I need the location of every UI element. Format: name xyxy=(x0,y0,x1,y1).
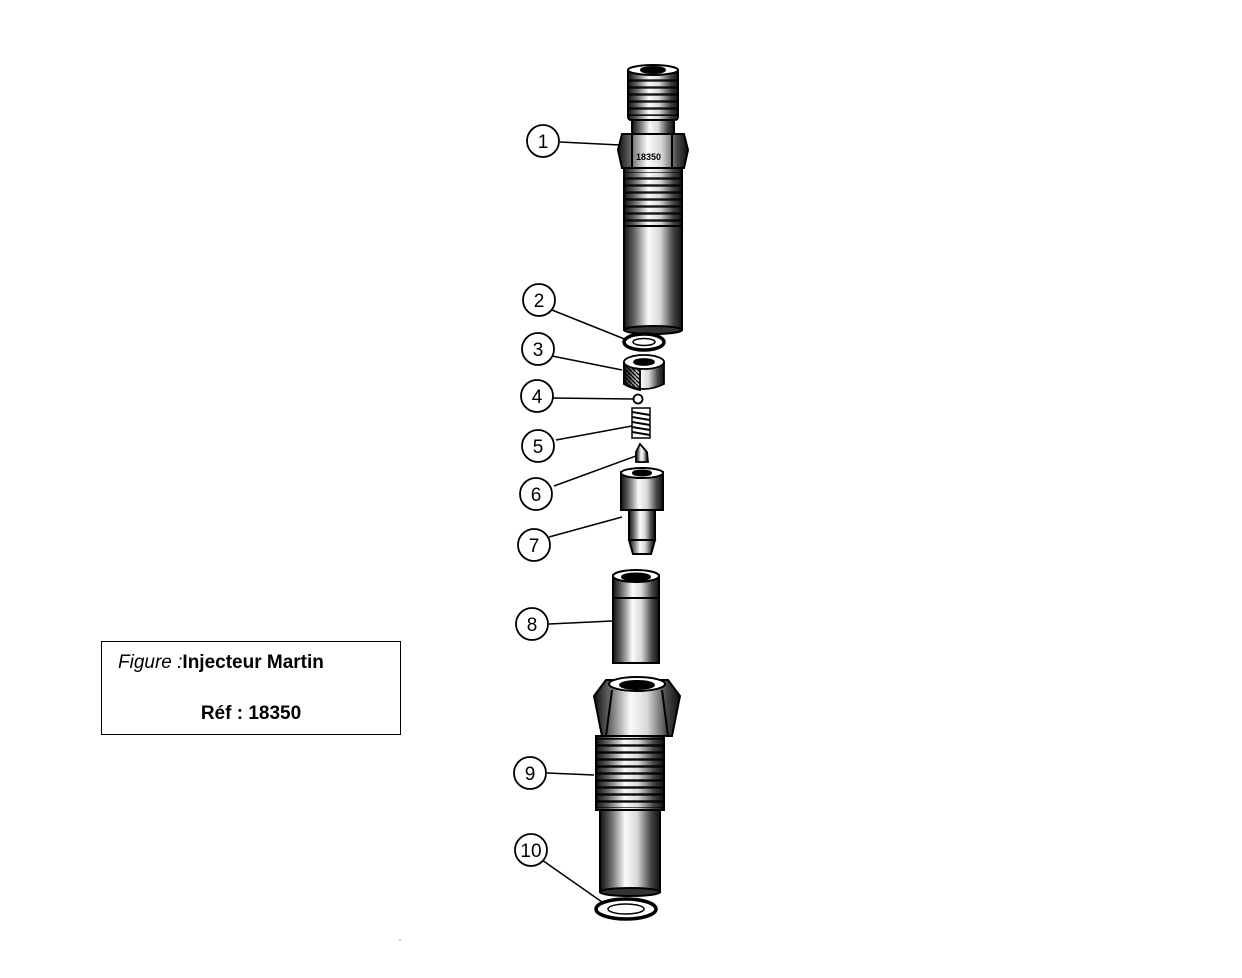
part-3-split-ring xyxy=(623,354,665,392)
leader-lines xyxy=(541,141,637,903)
callout-4: 4 xyxy=(532,387,543,408)
part-4-ball xyxy=(632,393,644,405)
callout-8: 8 xyxy=(527,615,538,636)
callout-numbers: 1 2 3 4 5 6 7 8 9 10 xyxy=(520,132,548,862)
part-1-injector-body xyxy=(616,64,690,335)
callout-5: 5 xyxy=(533,437,544,458)
callout-7: 7 xyxy=(529,536,540,557)
caption-reference: Réf : 18350 xyxy=(200,703,302,724)
callout-1: 1 xyxy=(538,132,549,153)
part-10-washer xyxy=(594,897,658,921)
scan-dot xyxy=(399,939,401,941)
part-5-spring xyxy=(631,407,651,439)
caption-figure-name: Injecteur Martin xyxy=(182,652,324,673)
part-6-needle-tip xyxy=(635,442,649,463)
figure-caption-box: Figure :Injecteur Martin Réf : 18350 xyxy=(101,641,401,735)
part-1-stamp: 18350 xyxy=(636,152,661,162)
callout-3: 3 xyxy=(533,340,544,361)
caption-title: Figure :Injecteur Martin xyxy=(118,652,324,674)
part-7-nozzle xyxy=(620,467,664,555)
part-9-nozzle-nut xyxy=(592,676,682,897)
callout-9: 9 xyxy=(525,764,536,785)
callout-2: 2 xyxy=(534,291,545,312)
part-8-sleeve xyxy=(612,569,660,664)
part-2-washer xyxy=(622,332,666,352)
caption-figure-prefix: Figure : xyxy=(118,652,183,673)
callout-10: 10 xyxy=(520,841,541,862)
callout-circles xyxy=(513,124,560,867)
callout-6: 6 xyxy=(531,485,542,506)
